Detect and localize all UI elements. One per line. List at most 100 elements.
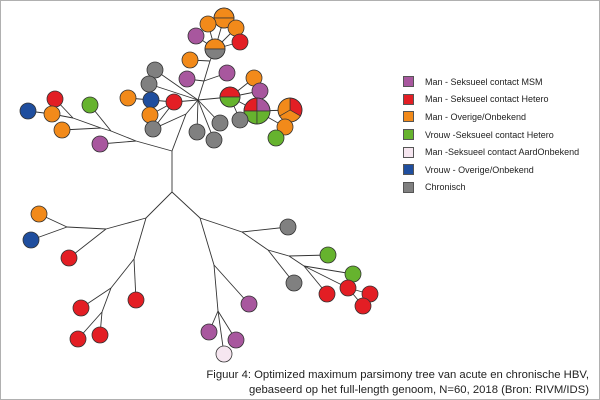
- node-msm: [218, 64, 236, 82]
- legend-swatch: [403, 164, 414, 176]
- legend-label: Vrouw -Seksueel contact Hetero: [425, 129, 554, 140]
- node-man_hetero: [60, 249, 78, 267]
- legend-label: Man - Seksueel contact MSM: [425, 76, 543, 87]
- tree-branch: [199, 217, 215, 266]
- figure-caption: Figuur 4: Optimized maximum parsimony tr…: [206, 368, 589, 398]
- node-msm: [91, 135, 109, 153]
- node-man_other: [53, 121, 71, 139]
- tree-branch: [66, 226, 107, 230]
- tree-branch: [105, 217, 147, 230]
- node-man_other: [141, 106, 159, 124]
- node-man_other: [30, 205, 48, 223]
- node-chronic: [279, 218, 297, 236]
- node-man_other: [43, 105, 61, 123]
- node-chronic: [140, 75, 158, 93]
- node-vrouw_hetero: [267, 129, 285, 147]
- node-man_other: [276, 118, 294, 136]
- node-outline: [204, 38, 226, 60]
- tree-branch: [171, 113, 187, 152]
- node-chronic: [211, 114, 229, 132]
- legend-swatch: [403, 76, 414, 88]
- node-chronic: [285, 274, 303, 292]
- pie-node: [219, 86, 241, 108]
- node-man_other: [227, 19, 245, 37]
- node-man_other: [119, 89, 137, 107]
- tree-branch: [133, 217, 147, 260]
- legend-swatch: [403, 111, 414, 123]
- node-chronic: [205, 131, 223, 149]
- tree-branch: [288, 255, 305, 267]
- legend-item-msm: Man - Seksueel contact MSM: [403, 73, 579, 91]
- node-man_other: [181, 51, 199, 69]
- node-slice-man_other: [213, 7, 235, 19]
- tree-branch: [203, 60, 211, 82]
- node-man_hetero: [354, 297, 372, 315]
- legend: Man - Seksueel contact MSM Man - Seksuee…: [403, 73, 579, 196]
- legend-item-vrouw-other: Vrouw - Overige/Onbekend: [403, 161, 579, 179]
- node-man_hetero: [72, 299, 90, 317]
- legend-item-vrouw-hetero: Vrouw -Seksueel contact Hetero: [403, 126, 579, 144]
- legend-item-man-other: Man - Overige/Onbekend: [403, 108, 579, 126]
- tree-branch: [171, 191, 201, 219]
- legend-label: Man - Seksueel contact Hetero: [425, 94, 549, 105]
- tree-branch: [185, 99, 199, 115]
- node-msm: [178, 70, 196, 88]
- node-man_other: [199, 15, 217, 33]
- pie-node: [204, 38, 226, 60]
- tree-branch: [154, 69, 199, 101]
- tree-branch: [241, 231, 269, 251]
- node-man_hetero: [318, 285, 336, 303]
- node-man_hetero: [339, 279, 357, 297]
- legend-label: Man - Overige/Onbekend: [425, 111, 527, 122]
- node-man_hetero: [91, 326, 109, 344]
- pie-node: [243, 97, 271, 125]
- node-vrouw_hetero: [319, 246, 337, 264]
- tree-branch: [101, 287, 112, 313]
- node-outline: [219, 86, 241, 108]
- tree-branch: [110, 130, 137, 142]
- node-man_unknown: [215, 345, 233, 363]
- legend-swatch: [403, 146, 414, 158]
- tree-branch: [199, 217, 243, 233]
- node-man_hetero: [127, 291, 145, 309]
- node-slice-man_hetero: [219, 86, 241, 98]
- node-vrouw_other: [142, 91, 160, 109]
- tree-branch: [213, 264, 219, 312]
- node-msm: [251, 82, 269, 100]
- node-vrouw_other: [19, 102, 37, 120]
- legend-swatch: [403, 181, 414, 193]
- legend-swatch: [403, 129, 414, 141]
- tree-branch: [110, 258, 135, 289]
- node-vrouw_hetero: [344, 265, 362, 283]
- tree-branch: [100, 127, 112, 132]
- legend-label: Vrouw - Overige/Onbekend: [425, 164, 534, 175]
- node-chronic: [231, 111, 249, 129]
- tree-branch: [72, 117, 102, 129]
- tree-branch: [135, 140, 173, 152]
- node-vrouw_hetero: [81, 96, 99, 114]
- legend-swatch: [403, 93, 414, 105]
- node-man_hetero: [46, 90, 64, 108]
- node-msm: [240, 295, 258, 313]
- pie-node: [277, 97, 303, 123]
- node-chronic: [146, 61, 164, 79]
- legend-item-man-unknown: Man -Seksueel contact AardOnbekend: [403, 143, 579, 161]
- caption-line-1: Figuur 4: Optimized maximum parsimony tr…: [206, 369, 589, 381]
- node-msm: [187, 27, 205, 45]
- legend-item-man-hetero: Man - Seksueel contact Hetero: [403, 91, 579, 109]
- node-man_hetero: [69, 330, 87, 348]
- node-chronic: [188, 123, 206, 141]
- node-msm: [227, 331, 245, 349]
- node-msm: [200, 323, 218, 341]
- node-slice-chronic: [204, 48, 226, 60]
- node-slice-man_other: [204, 38, 226, 50]
- node-vrouw_other: [22, 231, 40, 249]
- node-chronic: [144, 120, 162, 138]
- node-outline: [213, 7, 235, 29]
- tree-branch: [213, 264, 250, 305]
- legend-label: Chronisch: [425, 182, 466, 193]
- legend-label: Man -Seksueel contact AardOnbekend: [425, 147, 580, 158]
- tree-branch: [267, 249, 290, 257]
- node-man_hetero: [231, 33, 249, 51]
